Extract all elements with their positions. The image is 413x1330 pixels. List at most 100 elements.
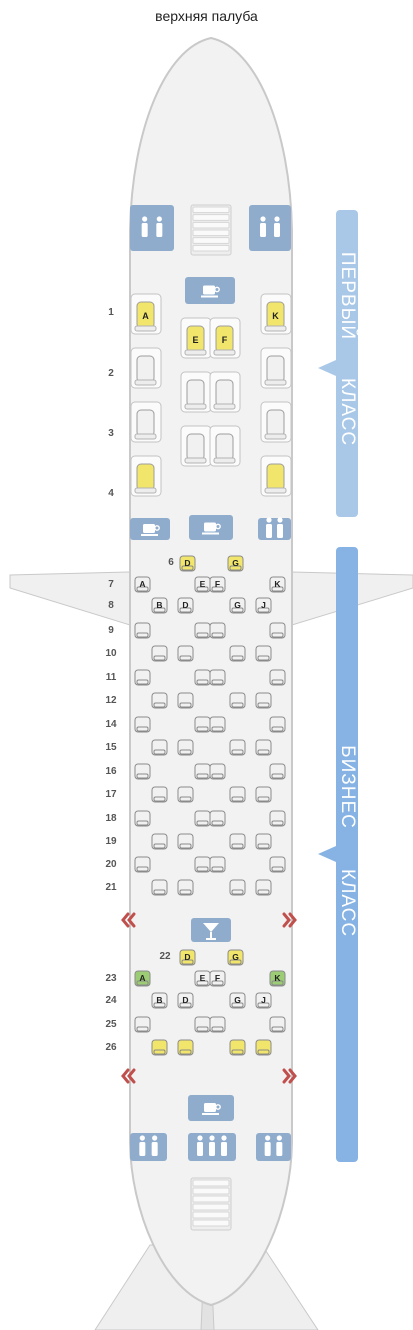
seat bbox=[134, 669, 151, 686]
seat bbox=[269, 669, 286, 686]
seat: K bbox=[269, 970, 286, 987]
seat: B bbox=[151, 992, 168, 1009]
seat-letter: F bbox=[215, 579, 220, 589]
seat bbox=[194, 622, 211, 639]
seat bbox=[209, 669, 226, 686]
seat bbox=[229, 645, 246, 662]
row-number: 11 bbox=[105, 672, 117, 683]
seat: B bbox=[151, 597, 168, 614]
exit-row-icon bbox=[121, 1068, 136, 1084]
seat: E bbox=[194, 970, 211, 987]
seat bbox=[194, 763, 211, 780]
seat bbox=[255, 786, 272, 803]
galley-icon bbox=[188, 1095, 234, 1121]
exit-row-icon bbox=[282, 912, 297, 928]
seat: F bbox=[209, 970, 226, 987]
seat bbox=[194, 810, 211, 827]
seat bbox=[134, 716, 151, 733]
stairs-icon bbox=[190, 1177, 232, 1231]
toilet-icon bbox=[258, 517, 291, 540]
row-number: 4 bbox=[108, 488, 114, 499]
seat bbox=[255, 879, 272, 896]
seat bbox=[229, 739, 246, 756]
toilet-icon bbox=[256, 1133, 291, 1161]
seat bbox=[151, 879, 168, 896]
seat bbox=[255, 645, 272, 662]
seat: G bbox=[229, 597, 246, 614]
seat bbox=[130, 455, 162, 497]
seat bbox=[177, 786, 194, 803]
seat bbox=[209, 810, 226, 827]
toilet-icon bbox=[130, 1133, 167, 1161]
seat bbox=[134, 622, 151, 639]
seat bbox=[177, 692, 194, 709]
seat: G bbox=[229, 992, 246, 1009]
seat: K bbox=[269, 576, 286, 593]
row-number: 2 bbox=[108, 368, 114, 379]
seat: J bbox=[255, 597, 272, 614]
seat-letter: K bbox=[272, 311, 279, 321]
seat bbox=[194, 669, 211, 686]
row-number: 7 bbox=[108, 579, 114, 590]
seat bbox=[180, 425, 212, 467]
seat: A bbox=[134, 576, 151, 593]
seat-letter: A bbox=[139, 579, 145, 589]
seat bbox=[134, 1016, 151, 1033]
seat-letter: J bbox=[261, 600, 266, 610]
row-number: 17 bbox=[105, 789, 117, 800]
class-section-label: БИЗНЕС bbox=[337, 744, 358, 829]
seat: D bbox=[179, 555, 196, 572]
seat bbox=[151, 739, 168, 756]
seat: E bbox=[194, 576, 211, 593]
stairs-icon bbox=[190, 204, 232, 256]
class-section-label: ПЕРВЫЙ bbox=[337, 251, 358, 340]
seat bbox=[255, 833, 272, 850]
row-number: 10 bbox=[105, 648, 117, 659]
galley-icon bbox=[130, 518, 170, 540]
seat bbox=[151, 786, 168, 803]
row-number: 18 bbox=[105, 813, 117, 824]
seat-letter: A bbox=[142, 311, 149, 321]
toilet-icon bbox=[249, 205, 291, 251]
seat bbox=[269, 622, 286, 639]
seat bbox=[134, 810, 151, 827]
seat-letter: E bbox=[200, 973, 206, 983]
row-number: 8 bbox=[108, 600, 114, 611]
seat-letter: F bbox=[215, 973, 220, 983]
seat-letter: G bbox=[232, 952, 239, 962]
seat-letter: E bbox=[192, 335, 198, 345]
seat-letter: B bbox=[156, 600, 162, 610]
seat: D bbox=[179, 949, 196, 966]
row-number: 16 bbox=[105, 766, 117, 777]
seat-letter: E bbox=[200, 579, 206, 589]
row-number: 3 bbox=[108, 428, 114, 439]
seat bbox=[151, 1039, 168, 1056]
seat: J bbox=[255, 992, 272, 1009]
row-number: 15 bbox=[105, 742, 117, 753]
seat bbox=[255, 739, 272, 756]
seat bbox=[177, 1039, 194, 1056]
row-number: 20 bbox=[105, 859, 117, 870]
seat bbox=[255, 1039, 272, 1056]
row-number: 14 bbox=[105, 719, 117, 730]
toilet-icon bbox=[130, 205, 174, 251]
row-number: 26 bbox=[105, 1042, 117, 1053]
seat bbox=[229, 879, 246, 896]
seat-letter: K bbox=[274, 579, 281, 589]
seat bbox=[194, 716, 211, 733]
seat bbox=[260, 401, 292, 443]
exit-row-icon bbox=[121, 912, 136, 928]
seat bbox=[209, 716, 226, 733]
deck-title: верхняя палуба bbox=[155, 8, 258, 24]
seat-letter: G bbox=[232, 558, 239, 568]
seat-letter: A bbox=[139, 973, 145, 983]
seat bbox=[269, 810, 286, 827]
seat bbox=[269, 1016, 286, 1033]
row-number: 21 bbox=[105, 882, 117, 893]
seat-letter: D bbox=[184, 952, 190, 962]
seat-letter: D bbox=[182, 600, 188, 610]
class-section-pointer bbox=[318, 360, 336, 376]
row-number: 1 bbox=[108, 307, 114, 318]
seat bbox=[151, 833, 168, 850]
seat bbox=[180, 371, 212, 413]
